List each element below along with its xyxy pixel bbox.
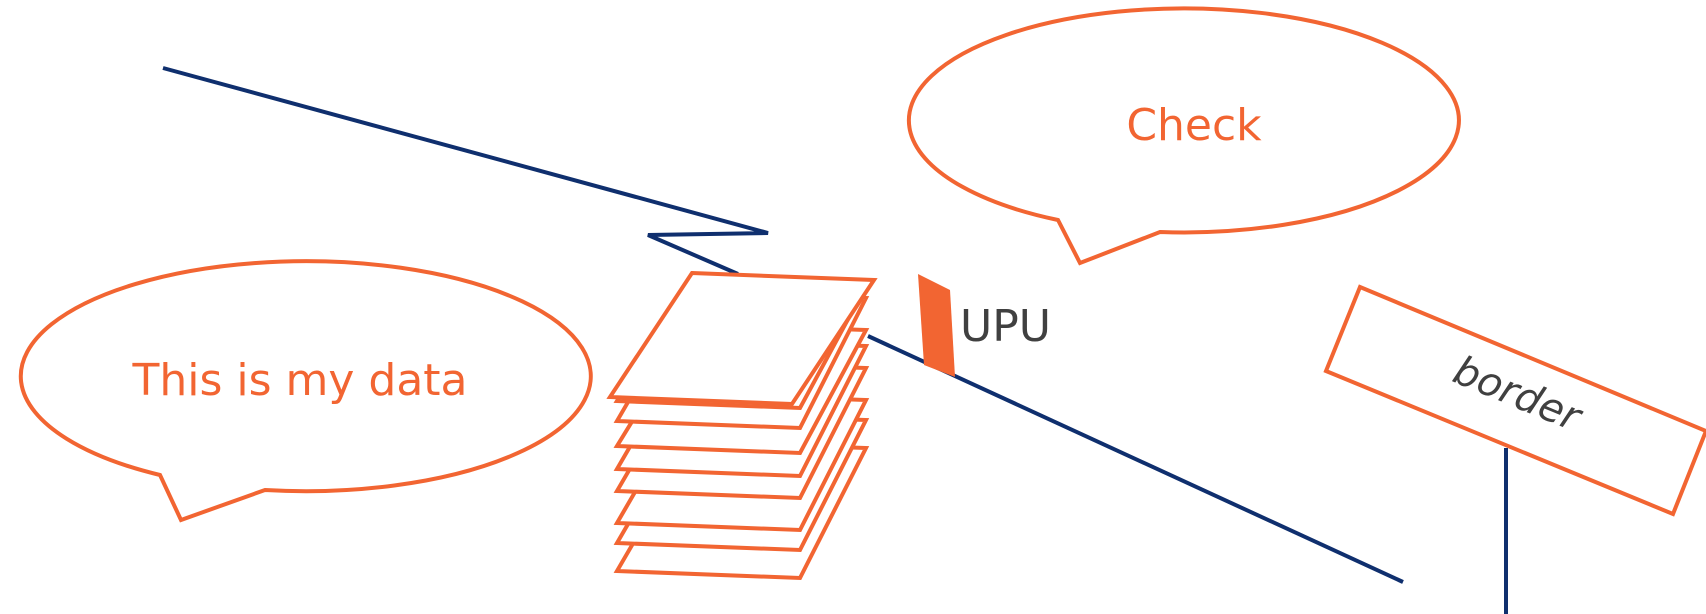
diagonal-connector	[867, 334, 1404, 584]
upu-marker: UPU	[918, 274, 1051, 377]
speech-bubble-left-shape	[18, 259, 593, 523]
border-sign-board	[1323, 284, 1706, 517]
data-sheet-stack	[606, 270, 878, 581]
speech-bubble-left: This is my data	[18, 259, 593, 523]
speech-bubble-top: Check	[906, 6, 1461, 266]
upu-label: UPU	[960, 301, 1051, 352]
speech-bubble-top-text: Check	[1126, 100, 1262, 151]
connector-lines	[162, 66, 1508, 614]
speech-bubble-left-text: This is my data	[131, 355, 467, 406]
upu-flag-icon	[918, 274, 955, 377]
sheet-top	[606, 270, 878, 407]
zigzag-connector	[162, 66, 769, 276]
speech-bubble-top-shape	[906, 6, 1461, 266]
border-sign: border	[1323, 284, 1706, 517]
